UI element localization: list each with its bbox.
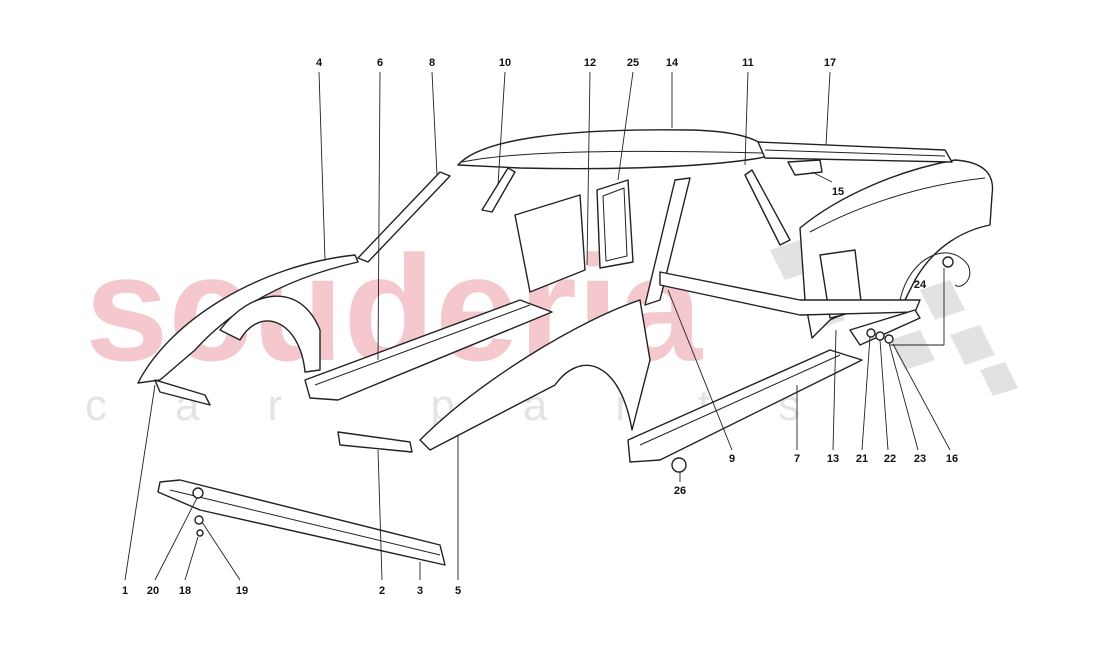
washer-19 xyxy=(194,515,204,525)
bracket-15 xyxy=(787,159,823,176)
fastener-22 xyxy=(875,331,885,341)
rear-upper-rail xyxy=(757,141,953,163)
a-pillar-left xyxy=(357,171,451,263)
callout-21: 21 xyxy=(856,453,868,465)
grommet-20 xyxy=(192,487,204,499)
callout-16: 16 xyxy=(946,453,958,465)
pillar-10 xyxy=(481,167,516,213)
callout-7: 7 xyxy=(794,453,800,465)
fastener-23 xyxy=(884,334,894,344)
callout-20: 20 xyxy=(147,585,159,597)
callout-18: 18 xyxy=(179,585,191,597)
callout-4: 4 xyxy=(316,57,323,69)
plug-26 xyxy=(671,457,687,473)
callout-9: 9 xyxy=(729,453,735,465)
callout-14: 14 xyxy=(666,57,679,69)
callout-23: 23 xyxy=(914,453,926,465)
fastener-24 xyxy=(942,256,954,268)
front-inner-fender xyxy=(137,254,359,384)
pillar-11 xyxy=(744,169,791,246)
callout-3: 3 xyxy=(417,585,423,597)
b-pillar-inner xyxy=(514,194,586,293)
b-pillar-outer-9 xyxy=(644,177,691,306)
callout-10: 10 xyxy=(499,57,511,69)
leader-lines xyxy=(124,71,951,581)
callout-13: 13 xyxy=(827,453,839,465)
front-spoiler-3 xyxy=(157,479,446,566)
callout-17: 17 xyxy=(824,57,836,69)
callout-5: 5 xyxy=(455,585,461,597)
rocker-inner-left xyxy=(304,299,553,401)
callout-22: 22 xyxy=(884,453,896,465)
window-frame-25 xyxy=(596,179,634,269)
callout-6: 6 xyxy=(377,57,383,69)
callout-11: 11 xyxy=(742,57,754,69)
callout-19: 19 xyxy=(236,585,248,597)
callout-1: 1 xyxy=(122,585,128,597)
rear-lower-panel xyxy=(849,309,921,346)
trim-piece-1 xyxy=(154,379,211,406)
rocker-outer-right xyxy=(627,349,863,463)
callout-15: 15 xyxy=(832,186,844,198)
callout-labels: 4 6 8 10 12 25 14 11 17 15 24 1 20 18 19… xyxy=(122,57,958,597)
callout-8: 8 xyxy=(429,57,435,69)
fastener-21 xyxy=(866,328,876,338)
callout-12: 12 xyxy=(584,57,596,69)
fasteners xyxy=(192,256,954,537)
callout-25: 25 xyxy=(627,57,639,69)
front-fender-outer xyxy=(419,299,651,451)
roof-panel xyxy=(457,129,773,170)
callout-2: 2 xyxy=(379,585,385,597)
screw-18 xyxy=(196,529,204,537)
trim-piece-2 xyxy=(337,431,413,453)
callout-26: 26 xyxy=(674,485,686,497)
callout-24: 24 xyxy=(914,279,927,291)
